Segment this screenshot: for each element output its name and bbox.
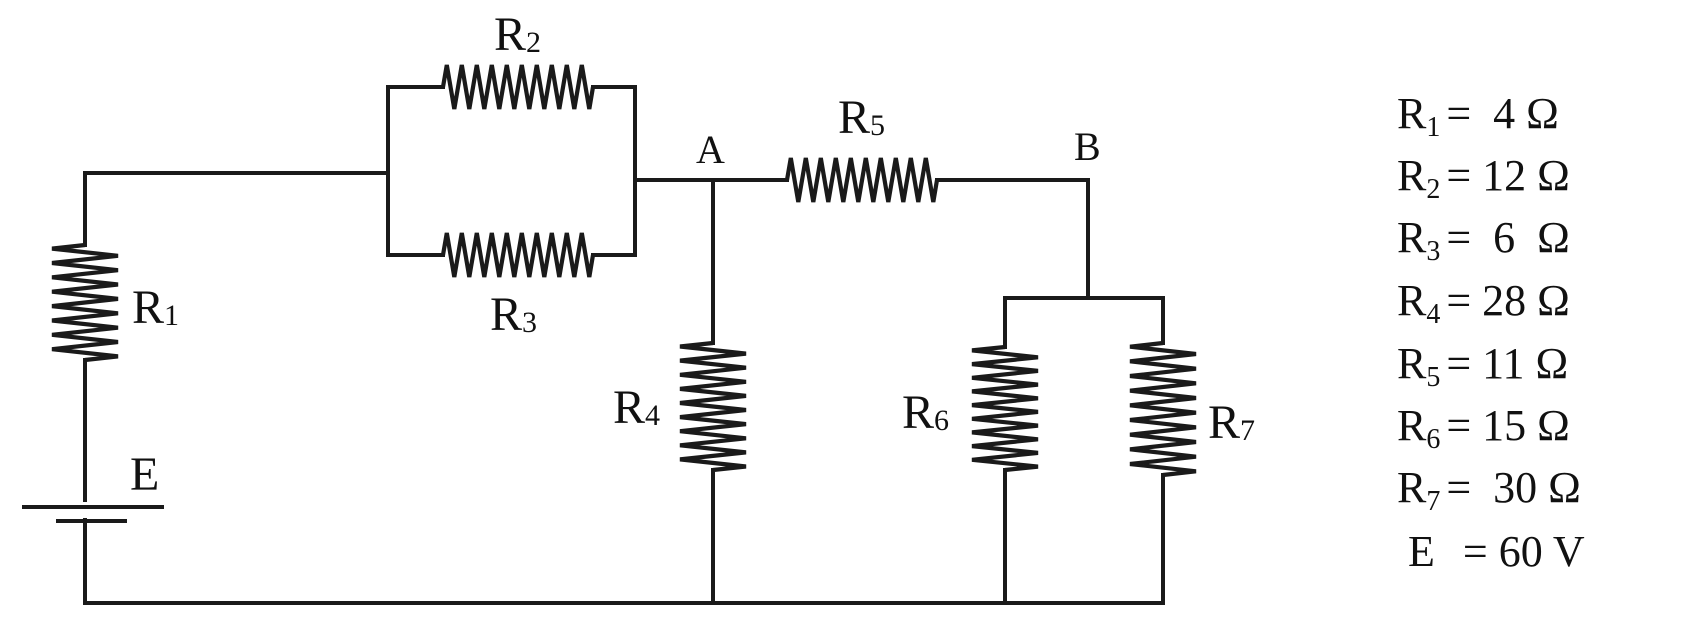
value-row-r3-text: = 6 Ω: [1446, 213, 1570, 262]
value-row-r2: R2= 12 Ω: [1397, 151, 1570, 205]
resistor-r7-zigzag: [1129, 340, 1197, 478]
label-r3-sub: 3: [522, 306, 537, 339]
value-row-r7-symbol: R: [1397, 463, 1427, 512]
resistor-r5-zigzag: [784, 157, 940, 203]
label-r7-sub: 7: [1240, 414, 1255, 447]
label-r1: R1: [132, 281, 179, 334]
resistors: [51, 64, 1197, 478]
label-r2-sub: 2: [526, 26, 541, 59]
label-r1-symbol: R: [132, 281, 164, 334]
label-r2-symbol: R: [494, 8, 526, 61]
value-row-r7: R7= 30 Ω: [1397, 463, 1581, 517]
value-row-r1-text: = 4 Ω: [1446, 89, 1559, 138]
wires: [83, 85, 1165, 605]
value-row-r2-symbol: R: [1397, 151, 1427, 200]
label-r5-symbol: R: [838, 91, 870, 144]
value-row-r5-text: = 11 Ω: [1446, 339, 1568, 388]
label-r3-symbol: R: [490, 288, 522, 341]
label-e: E: [130, 448, 159, 501]
label-r7: R7: [1208, 396, 1255, 449]
value-row-r1-symbol: R: [1397, 89, 1427, 138]
resistor-r2-zigzag: [440, 64, 596, 110]
wire-left-top: [83, 171, 390, 247]
label-r1-sub: 1: [164, 299, 179, 332]
node-label-b: B: [1074, 124, 1101, 169]
value-row-e-text: = 60 V: [1441, 527, 1585, 576]
battery-e: [22, 505, 164, 523]
value-row-r6-symbol: R: [1397, 401, 1427, 450]
value-row-r4-text: = 28 Ω: [1446, 276, 1570, 325]
value-row-r1: R1= 4 Ω: [1397, 89, 1559, 143]
value-row-r6-sub: 6: [1426, 424, 1440, 455]
value-row-r5: R5= 11 Ω: [1397, 339, 1568, 393]
value-row-r1-sub: 1: [1426, 112, 1440, 143]
value-row-r7-text: = 30 Ω: [1446, 463, 1581, 512]
value-row-r5-symbol: R: [1397, 339, 1427, 388]
label-r2: R2: [494, 8, 541, 61]
value-row-r2-sub: 2: [1426, 174, 1440, 205]
resistor-r6-zigzag: [971, 344, 1039, 473]
label-r6: R6: [902, 386, 949, 439]
value-row-e-symbol: E: [1408, 527, 1435, 576]
value-row-e: E = 60 V: [1408, 527, 1585, 576]
value-row-r5-sub: 5: [1426, 362, 1440, 393]
label-r6-symbol: R: [902, 386, 934, 439]
label-r3: R3: [490, 288, 537, 341]
label-r5: R5: [838, 91, 885, 144]
value-row-r2-text: = 12 Ω: [1446, 151, 1570, 200]
label-r6-sub: 6: [934, 404, 949, 437]
value-row-r3-sub: 3: [1426, 236, 1440, 267]
wire-r5-to-b: [935, 178, 1090, 300]
component-labels: R1 R2 R3 R4 R5 R6 R7 E A B: [130, 8, 1255, 501]
resistor-r1-zigzag: [51, 242, 119, 363]
label-r5-sub: 5: [870, 109, 885, 142]
value-row-r4-sub: 4: [1426, 299, 1440, 330]
node-label-a: A: [696, 127, 725, 172]
value-row-r4-symbol: R: [1397, 276, 1427, 325]
label-r4-symbol: R: [613, 381, 645, 434]
value-row-r4: R4= 28 Ω: [1397, 276, 1570, 330]
value-row-r7-sub: 7: [1426, 486, 1440, 517]
value-row-r3-symbol: R: [1397, 213, 1427, 262]
label-r7-symbol: R: [1208, 396, 1240, 449]
label-r4: R4: [613, 381, 660, 434]
value-row-r6-text: = 15 Ω: [1446, 401, 1570, 450]
resistor-r3-zigzag: [440, 232, 596, 278]
values-table: R1= 4 Ω R2= 12 Ω R3= 6 Ω R4= 28 Ω R5= 11…: [1397, 89, 1585, 576]
label-r4-sub: 4: [645, 399, 660, 432]
value-row-r6: R6= 15 Ω: [1397, 401, 1570, 455]
value-row-r3: R3= 6 Ω: [1397, 213, 1570, 267]
resistor-r4-zigzag: [679, 340, 747, 473]
